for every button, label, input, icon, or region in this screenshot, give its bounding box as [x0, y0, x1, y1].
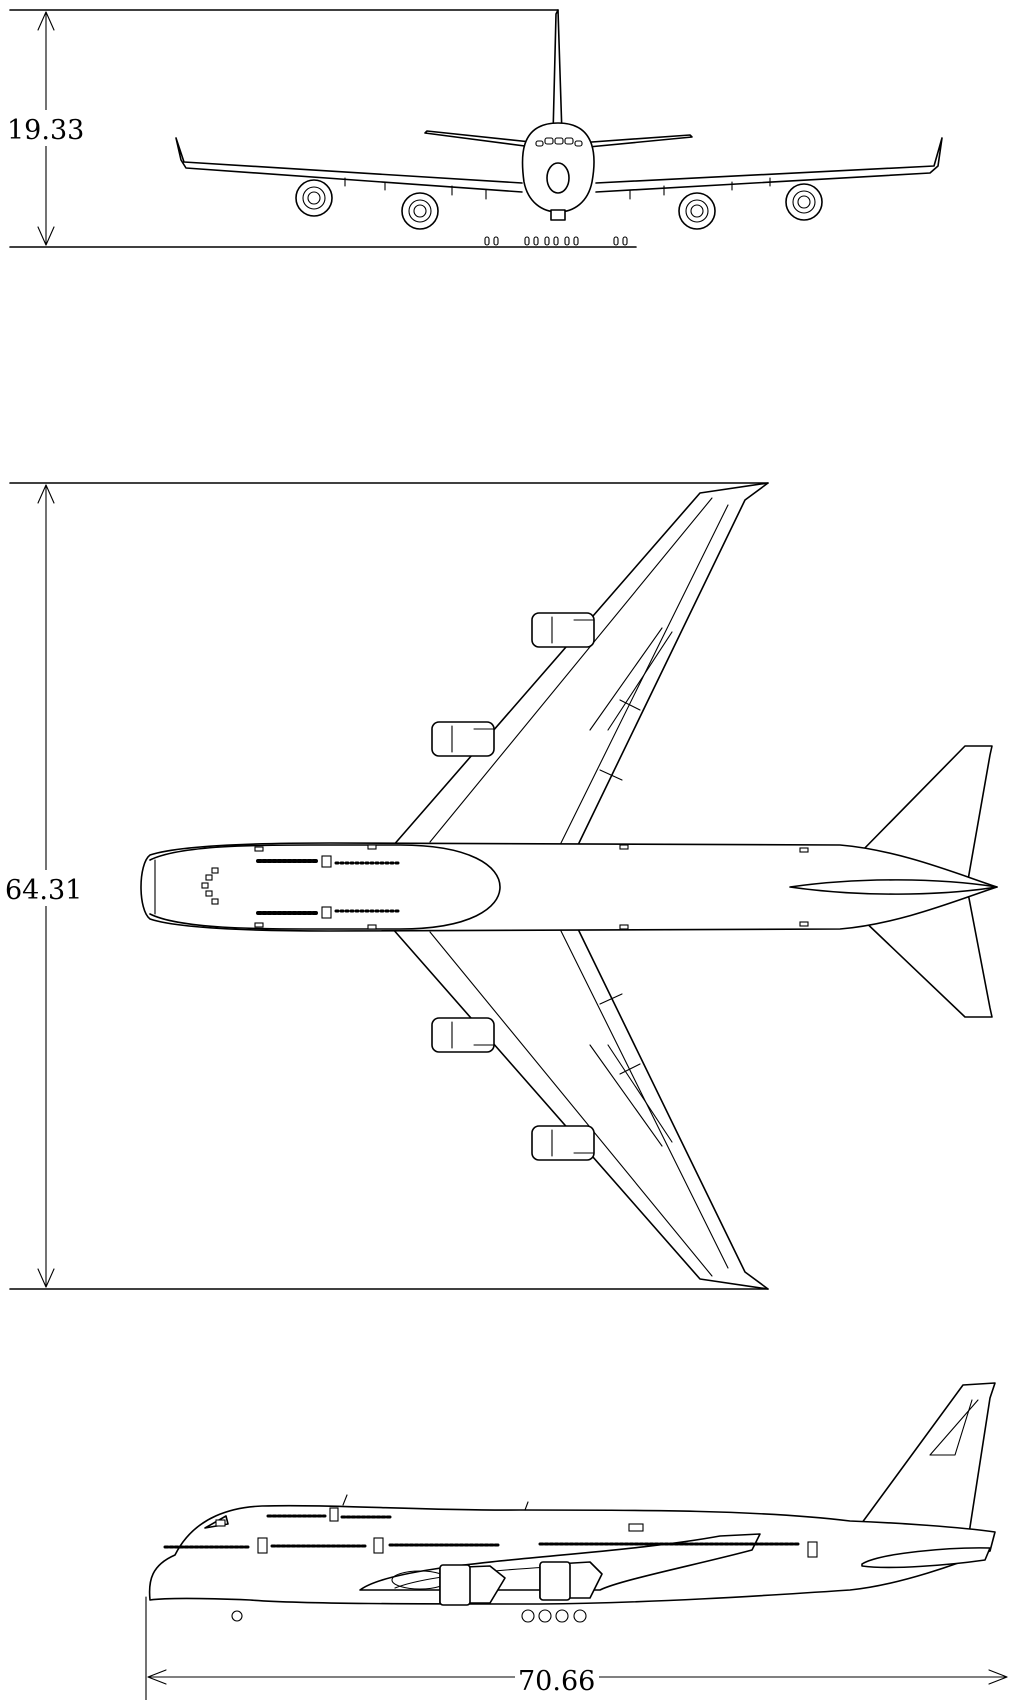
main-gear-wheels [521, 1609, 587, 1623]
main-gear-wheels [484, 236, 628, 246]
arrow-up-icon [37, 11, 55, 31]
engine-icon [539, 1561, 603, 1601]
tail-cone [789, 879, 998, 895]
arrow-up-icon [37, 484, 55, 504]
door-icon [373, 1537, 384, 1554]
arrow-down-icon [37, 226, 55, 246]
engine-icon [431, 1017, 495, 1053]
arrow-down-icon [37, 1268, 55, 1288]
vertical-tail [552, 9, 563, 136]
nose-gear [550, 209, 566, 221]
nose-radome [546, 162, 570, 194]
door-icon [257, 1537, 268, 1554]
engine-icon [431, 721, 495, 757]
right-wing [595, 137, 943, 193]
arrow-right-icon [988, 1669, 1008, 1685]
left-wing [175, 137, 523, 193]
fuselage-top [140, 842, 998, 932]
engine-icon [678, 192, 716, 230]
arrow-left-icon [147, 1669, 167, 1685]
cockpit-windows [201, 867, 219, 905]
engine-icon [439, 1564, 506, 1606]
nose-wheel [231, 1610, 243, 1622]
front-view: 19.33 [4, 9, 943, 248]
engine-icon [531, 612, 595, 648]
height-dimension-label: 19.33 [7, 115, 84, 146]
wingspan-dimension-label: 64.31 [5, 875, 82, 906]
side-view: 70.66 [145, 1382, 1008, 1700]
door-icon [807, 1541, 818, 1558]
engine-icon [785, 183, 823, 221]
length-dimension-label: 70.66 [518, 1666, 595, 1697]
engine-icon [531, 1125, 595, 1161]
right-stabilizer [577, 134, 693, 149]
top-view: 64.31 [2, 482, 998, 1290]
stabilizer-side [861, 1547, 991, 1569]
door-icon [329, 1507, 339, 1522]
engine-icon [401, 192, 439, 230]
upper-deck-outline [149, 844, 501, 930]
left-stabilizer [424, 130, 541, 149]
engine-icon [295, 179, 333, 217]
